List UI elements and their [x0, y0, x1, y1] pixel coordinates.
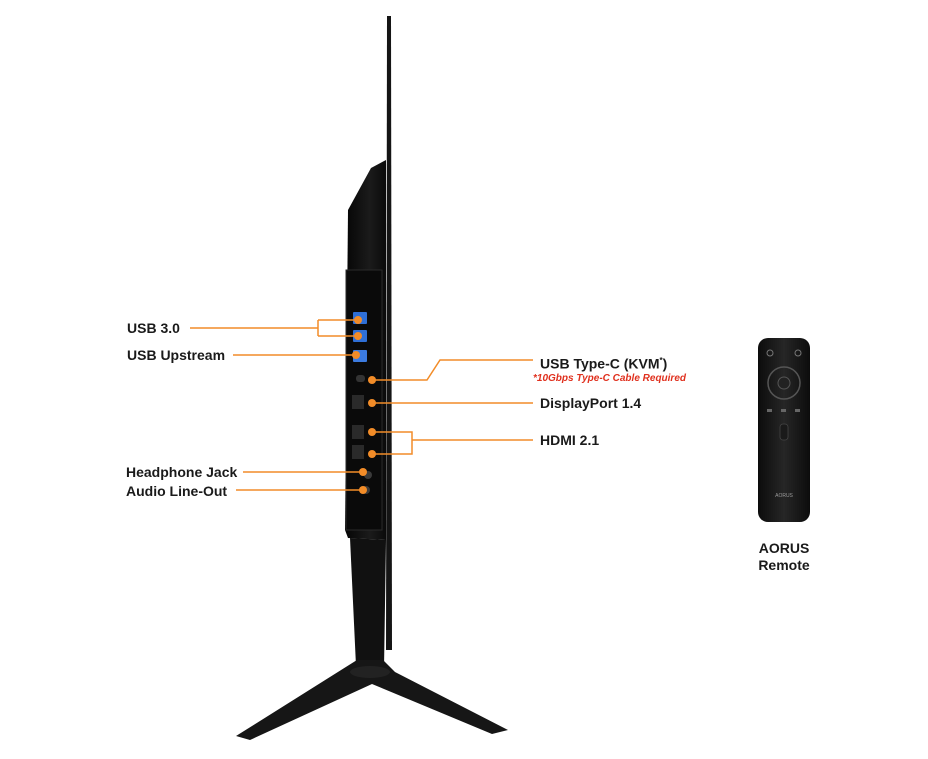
monitor-stand [236, 538, 508, 740]
label-headphone: Headphone Jack [126, 464, 238, 480]
volume-rocker [779, 423, 789, 441]
remote-caption-line1: AORUS [758, 540, 810, 556]
callout-dots [352, 316, 376, 494]
back-button [767, 409, 772, 412]
remote-control: AORUS [758, 338, 810, 522]
label-usb-typec-text: USB Type-C (KVM [540, 355, 660, 372]
callout-dot-usb30-1 [354, 316, 362, 324]
hdmi-port-2 [352, 445, 364, 459]
label-usb30: USB 3.0 [127, 320, 180, 336]
label-usb-upstream: USB Upstream [127, 347, 226, 363]
remote-caption-line2: Remote [758, 557, 810, 573]
callout-dot-typec [368, 376, 376, 384]
label-hdmi: HDMI 2.1 [540, 432, 600, 448]
label-displayport: DisplayPort 1.4 [540, 395, 642, 411]
callout-lines [190, 319, 533, 491]
usb-typec-port [356, 375, 365, 382]
callout-dot-hdmi-1 [368, 428, 376, 436]
callout-dot-line-out [359, 486, 367, 494]
remote-caption: AORUS Remote [724, 540, 844, 574]
dpad-center-button [777, 376, 791, 390]
label-usb-typec-mark: * [659, 356, 663, 365]
callout-dot-headphone [359, 468, 367, 476]
monitor-panel [386, 16, 392, 650]
dpad-ring [767, 366, 801, 400]
menu-button [795, 409, 800, 412]
label-usb-typec: USB Type-C (KVM*) [540, 353, 667, 372]
power-icon [766, 349, 774, 357]
label-line-out: Audio Line-Out [126, 483, 228, 499]
callout-dot-hdmi-2 [368, 450, 376, 458]
hdmi-port-1 [352, 425, 364, 439]
displayport-port [352, 395, 364, 409]
input-icon [794, 349, 802, 357]
label-usb-typec-close: ) [662, 355, 668, 372]
callout-dot-displayport [368, 399, 376, 407]
remote-brand-logo: AORUS [775, 493, 793, 499]
callout-dot-usb-upstream [352, 351, 360, 359]
home-button [781, 409, 786, 412]
callout-dot-usb30-2 [354, 332, 362, 340]
label-usb-typec-note: *10Gbps Type-C Cable Required [533, 373, 686, 384]
